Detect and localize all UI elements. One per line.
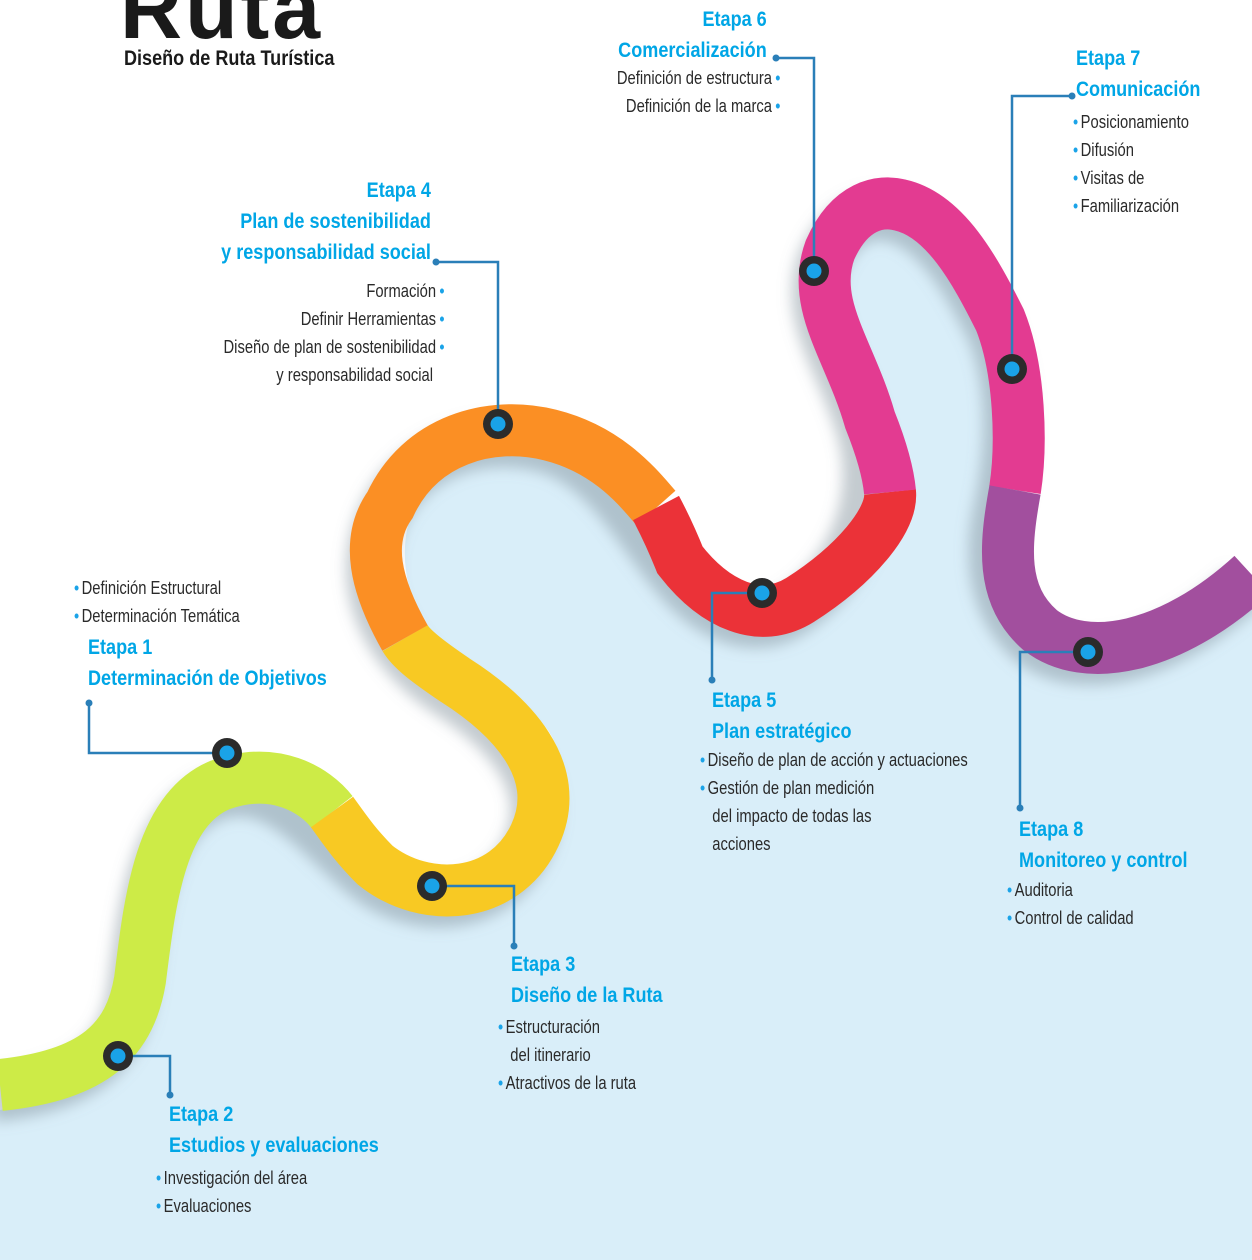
etapa-1-label: Etapa 1 (88, 636, 153, 659)
etapa-3-title: Diseño de la Ruta (511, 984, 663, 1007)
list-item: •Investigación del área (156, 1168, 308, 1188)
logo-wordmark: Ruta (120, 0, 324, 57)
etapa-3-label: Etapa 3 (511, 953, 576, 976)
list-item-continuation: acciones (712, 834, 771, 854)
etapa-4-label: Etapa 4 (366, 179, 431, 202)
background-area (0, 205, 1252, 1260)
list-item: Definición de estructura• (616, 68, 780, 88)
etapa-6-title: Comercialización (618, 39, 767, 62)
etapa-1-heading: Etapa 1 Determinación de Objetivos (88, 632, 327, 694)
marker-etapa-3 (417, 871, 447, 901)
road-segment-etapa-8 (981, 485, 1252, 674)
connector-end-dot (708, 676, 716, 684)
connector-lines (87, 56, 1088, 1095)
connector-end-dot (772, 54, 780, 62)
list-item-continuation: y responsabilidad social (275, 365, 433, 385)
list-item: •Atractivos de la ruta (498, 1073, 637, 1093)
marker-etapa-1 (212, 738, 242, 768)
connector-etapa-3 (432, 884, 516, 946)
page-subtitle: Diseño de Ruta Turística (124, 47, 335, 70)
connector-etapa-1 (87, 703, 227, 755)
etapa-6-heading: Etapa 6 Comercialización (618, 4, 767, 66)
connector-etapa-7 (1010, 94, 1072, 369)
connector-end-dot (432, 258, 440, 266)
connector-etapa-2 (118, 1054, 172, 1095)
connector-etapa-5 (710, 591, 762, 680)
list-item: •Posicionamiento (1073, 112, 1189, 132)
etapa-2-items: •Investigación del área •Evaluaciones (156, 1164, 307, 1220)
marker-etapa-7 (997, 354, 1027, 384)
list-item: •Gestión de plan medición (700, 778, 875, 798)
etapa-4-title-line-2: y responsabilidad social (221, 241, 431, 264)
etapa-8-label: Etapa 8 (1019, 818, 1084, 841)
list-item: •Diseño de plan de acción y actuaciones (700, 750, 968, 770)
list-item: •Difusión (1073, 140, 1134, 160)
etapa-2-title: Estudios y evaluaciones (169, 1134, 379, 1157)
etapa-4-items: Formación• Definir Herramientas• Diseño … (223, 277, 444, 389)
etapa-1-title: Determinación de Objetivos (88, 667, 327, 690)
marker-etapa-8 (1073, 637, 1103, 667)
etapa-6-label: Etapa 6 (702, 8, 767, 31)
background-bottom-band (10, 1120, 1252, 1260)
etapa-4-heading: Etapa 4 Plan de sostenibilidad y respons… (221, 175, 431, 268)
list-item-continuation: del impacto de todas las (712, 806, 872, 826)
marker-etapa-4 (483, 409, 513, 439)
etapa-8-heading: Etapa 8 Monitoreo y control (1019, 814, 1188, 876)
list-item: •Control de calidad (1007, 908, 1134, 928)
etapa-5-heading: Etapa 5 Plan estratégico (712, 685, 852, 747)
etapa-3-items: •Estructuración del itinerario •Atractiv… (498, 1013, 636, 1097)
etapa-8-title: Monitoreo y control (1019, 849, 1188, 872)
list-item: •Definición Estructural (74, 578, 222, 598)
list-item: Definición de la marca• (625, 96, 780, 116)
etapa-8-items: •Auditoria •Control de calidad (1007, 876, 1134, 932)
road-segment-etapa-3 (310, 623, 570, 917)
list-item: Diseño de plan de sostenibilidad• (223, 337, 444, 357)
etapa-7-title: Comunicación (1076, 78, 1201, 101)
road-segment-etapa-4 (349, 404, 676, 651)
etapa-7-heading: Etapa 7 Comunicación (1076, 43, 1200, 105)
list-item-continuation: del itinerario (510, 1045, 591, 1065)
etapa-5-items: •Diseño de plan de acción y actuaciones … (700, 746, 968, 858)
connector-etapa-4 (436, 260, 500, 424)
connector-end-dot (1068, 92, 1076, 100)
connector-etapa-8 (1018, 650, 1088, 808)
etapa-3-heading: Etapa 3 Diseño de la Ruta (511, 949, 663, 1011)
connector-end-dots (85, 54, 1076, 1099)
etapa-2-label: Etapa 2 (169, 1103, 234, 1126)
list-item: Formación• (365, 281, 444, 301)
connector-end-dot (510, 942, 518, 950)
connector-end-dot (1016, 804, 1024, 812)
etapa-7-label: Etapa 7 (1076, 47, 1141, 70)
list-item: •Determinación Temática (74, 606, 240, 626)
road-segment-etapa-5 (632, 489, 917, 637)
connector-end-dot (166, 1091, 174, 1099)
etapa-5-label: Etapa 5 (712, 689, 777, 712)
etapa-7-items: •Posicionamiento •Difusión •Visitas de •… (1073, 108, 1189, 220)
etapa-4-title-line-1: Plan de sostenibilidad (240, 210, 431, 233)
connector-etapa-6 (776, 56, 816, 271)
stage-markers (103, 256, 1103, 1071)
list-item: •Evaluaciones (156, 1196, 252, 1216)
list-item: Definir Herramientas• (300, 309, 444, 329)
etapa-6-items: Definición de estructura• Definición de … (616, 64, 780, 120)
marker-etapa-5 (747, 578, 777, 608)
marker-etapa-2 (103, 1041, 133, 1071)
etapa-2-heading: Etapa 2 Estudios y evaluaciones (169, 1099, 379, 1161)
list-item: •Visitas de (1073, 168, 1145, 188)
list-item: •Familiarización (1073, 196, 1180, 216)
connector-end-dot (85, 699, 93, 707)
etapa-1-items: •Definición Estructural •Determinación T… (74, 574, 240, 630)
list-item: •Estructuración (498, 1017, 600, 1037)
road-segment-etapa-1-2 (0, 751, 353, 1111)
etapa-5-title: Plan estratégico (712, 720, 852, 743)
list-item: •Auditoria (1007, 880, 1073, 900)
marker-etapa-6 (799, 256, 829, 286)
